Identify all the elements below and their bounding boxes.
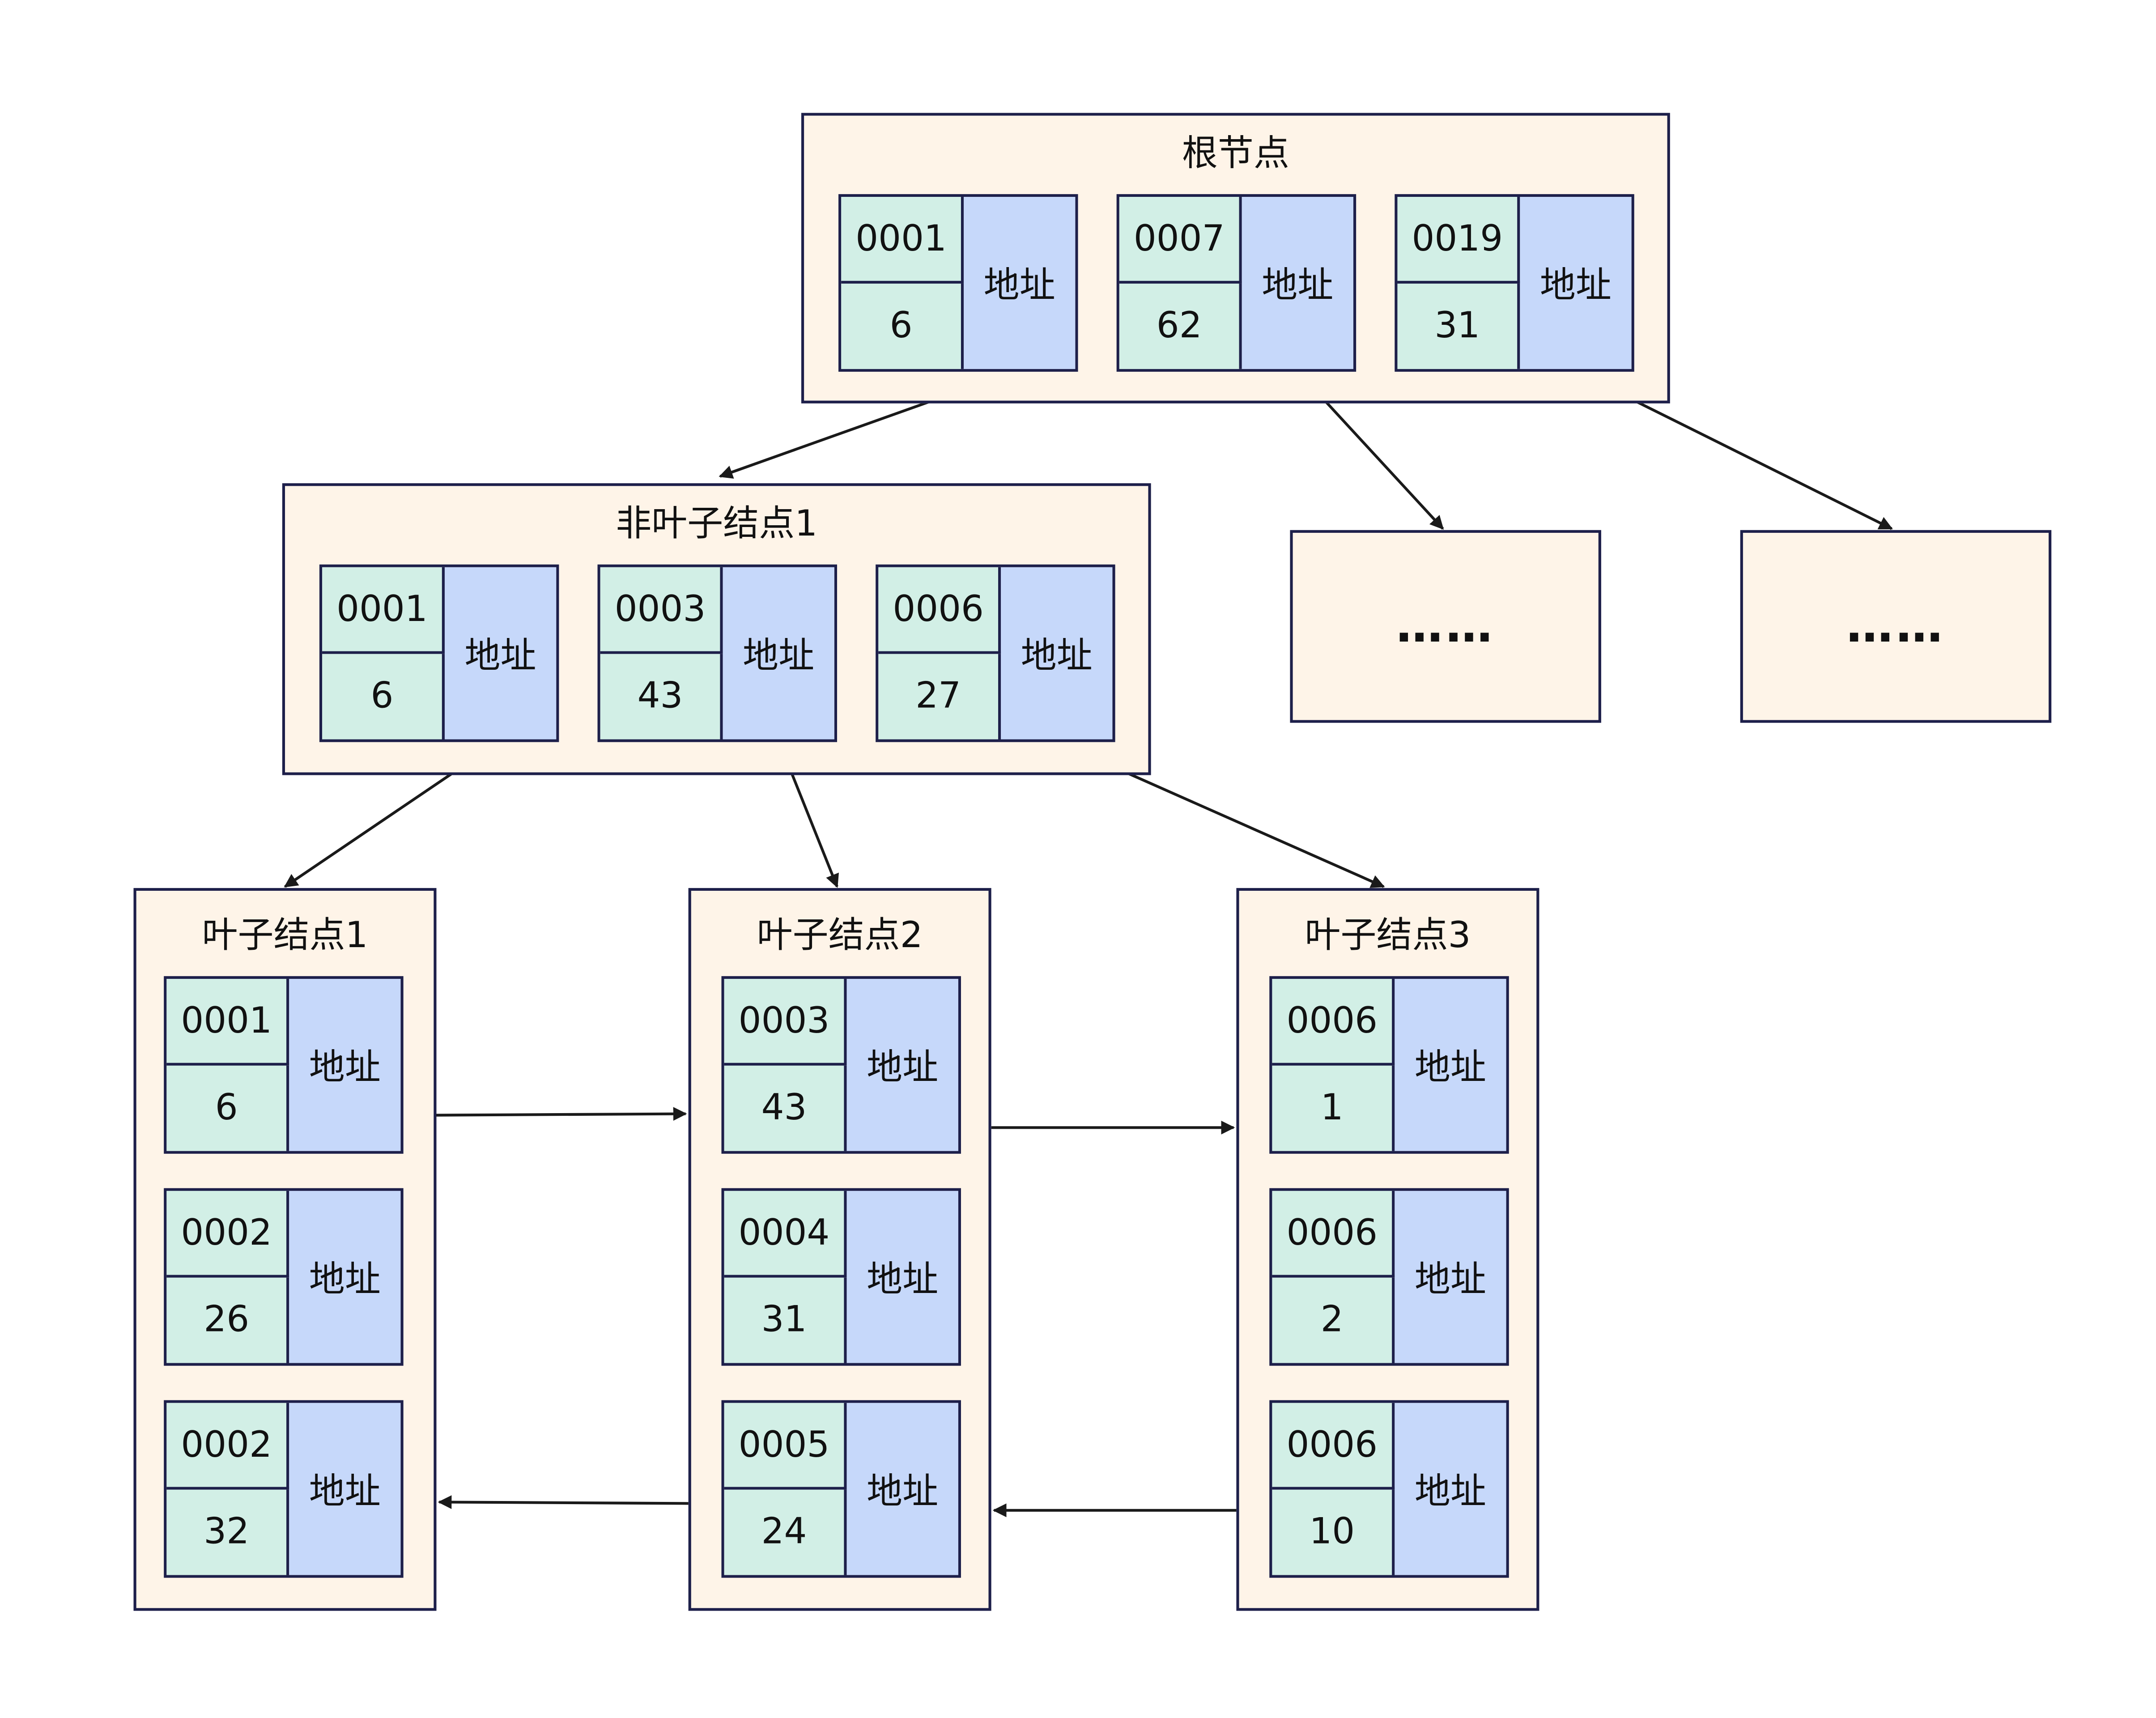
entry-key: 0006 bbox=[878, 567, 1001, 654]
index-entry: 0003 43 地址 bbox=[597, 564, 837, 742]
entry-key: 0007 bbox=[1119, 197, 1242, 284]
entry-key: 0001 bbox=[841, 197, 964, 284]
index-entry: 0001 6 地址 bbox=[838, 194, 1078, 372]
entry-address: 地址 bbox=[289, 1191, 401, 1363]
placeholder-node: …… bbox=[1740, 530, 2052, 723]
entry-address: 地址 bbox=[1395, 1191, 1506, 1363]
entry-value: 2 bbox=[1272, 1277, 1395, 1363]
entry-value: 6 bbox=[841, 283, 964, 369]
leaf-node-1: 叶子结点1 0001 6 地址 0002 26 地址 0002 32 地址 bbox=[133, 888, 437, 1611]
entry-key: 0003 bbox=[724, 978, 847, 1066]
entry-value: 32 bbox=[166, 1489, 289, 1575]
entry-address: 地址 bbox=[964, 197, 1076, 369]
entry-address: 地址 bbox=[444, 567, 557, 740]
record-entry: 0006 1 地址 bbox=[1269, 976, 1509, 1154]
entry-address: 地址 bbox=[1395, 1403, 1506, 1575]
entry-address: 地址 bbox=[289, 978, 401, 1151]
entry-key: 0006 bbox=[1272, 1403, 1395, 1490]
entry-address: 地址 bbox=[1001, 567, 1113, 740]
leaf-node-3: 叶子结点3 0006 1 地址 0006 2 地址 0006 10 地址 bbox=[1236, 888, 1539, 1611]
record-entry: 0001 6 地址 bbox=[164, 976, 404, 1154]
entry-value: 1 bbox=[1272, 1065, 1395, 1151]
record-entry: 0002 26 地址 bbox=[164, 1188, 404, 1366]
index-entry: 0001 6 地址 bbox=[319, 564, 559, 742]
node-title: 叶子结点2 bbox=[757, 915, 923, 957]
entry-key: 0001 bbox=[166, 978, 289, 1066]
node-title: 非叶子结点1 bbox=[616, 504, 818, 545]
entry-value: 6 bbox=[322, 654, 445, 740]
record-entry: 0002 32 地址 bbox=[164, 1400, 404, 1578]
entry-address: 地址 bbox=[1395, 978, 1506, 1151]
entry-address: 地址 bbox=[1520, 197, 1632, 369]
entry-value: 43 bbox=[724, 1065, 847, 1151]
entry-address: 地址 bbox=[846, 1191, 958, 1363]
entry-value: 26 bbox=[166, 1277, 289, 1363]
entry-key: 0005 bbox=[724, 1403, 847, 1490]
entry-value: 6 bbox=[166, 1065, 289, 1151]
entry-value: 43 bbox=[600, 654, 723, 740]
entry-key: 0006 bbox=[1272, 978, 1395, 1066]
leaf-node-2: 叶子结点2 0003 43 地址 0004 31 地址 0005 24 地址 bbox=[688, 888, 991, 1611]
entry-value: 27 bbox=[878, 654, 1001, 740]
entry-address: 地址 bbox=[289, 1403, 401, 1575]
node-title: 叶子结点3 bbox=[1305, 915, 1471, 957]
arrow-leaf-1-to-leaf-2 bbox=[436, 1107, 687, 1121]
entry-key: 0019 bbox=[1397, 197, 1520, 284]
placeholder-node: …… bbox=[1290, 530, 1601, 723]
index-entry: 0019 31 地址 bbox=[1395, 194, 1634, 372]
entry-key: 0006 bbox=[1272, 1191, 1395, 1278]
entry-value: 24 bbox=[724, 1489, 847, 1575]
entry-value: 31 bbox=[724, 1277, 847, 1363]
arrow-leaf-2-to-leaf-1 bbox=[438, 1495, 689, 1509]
entry-key: 0002 bbox=[166, 1191, 289, 1278]
nonleaf-node: 非叶子结点1 0001 6 地址 0003 43 地址 0006 27 地址 bbox=[282, 483, 1151, 775]
entry-address: 地址 bbox=[723, 567, 834, 740]
entry-value: 62 bbox=[1119, 283, 1242, 369]
entry-address: 地址 bbox=[846, 1403, 958, 1575]
record-entry: 0004 31 地址 bbox=[721, 1188, 961, 1366]
entry-key: 0002 bbox=[166, 1403, 289, 1490]
entry-value: 31 bbox=[1397, 283, 1520, 369]
root-node: 根节点 0001 6 地址 0007 62 地址 0019 31 地址 bbox=[801, 113, 1670, 404]
entry-address: 地址 bbox=[846, 978, 958, 1151]
record-entry: 0005 24 地址 bbox=[721, 1400, 961, 1578]
node-title: 根节点 bbox=[1182, 133, 1289, 175]
ellipsis-text: …… bbox=[1396, 599, 1495, 654]
entry-key: 0004 bbox=[724, 1191, 847, 1278]
node-title: 叶子结点1 bbox=[202, 915, 368, 957]
entry-key: 0001 bbox=[322, 567, 445, 654]
ellipsis-text: …… bbox=[1846, 599, 1946, 654]
record-entry: 0006 10 地址 bbox=[1269, 1400, 1509, 1578]
index-entry: 0006 27 地址 bbox=[876, 564, 1115, 742]
record-entry: 0003 43 地址 bbox=[721, 976, 961, 1154]
record-entry: 0006 2 地址 bbox=[1269, 1188, 1509, 1366]
entry-address: 地址 bbox=[1242, 197, 1353, 369]
entry-value: 10 bbox=[1272, 1489, 1395, 1575]
index-entry: 0007 62 地址 bbox=[1116, 194, 1357, 372]
entry-key: 0003 bbox=[600, 567, 723, 654]
